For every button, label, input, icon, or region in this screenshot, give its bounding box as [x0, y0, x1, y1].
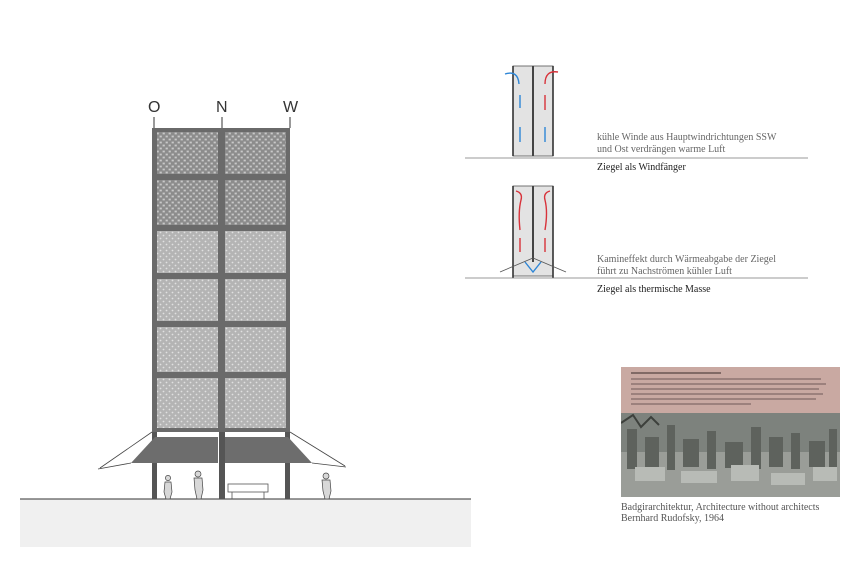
warm-air-arrow	[543, 190, 551, 231]
right-canopy	[225, 437, 312, 463]
rooftops-image	[621, 413, 840, 497]
windcatcher-title: Ziegel als Windfänger	[597, 162, 686, 173]
person-figure	[163, 475, 173, 500]
thermal-mass-title: Ziegel als thermische Masse	[597, 284, 711, 295]
thermal-mass-caption-line1: Kamineffekt durch Wärmeabgabe der Ziegel	[597, 254, 776, 265]
compass-west-label: W	[283, 99, 299, 116]
thermal-mass-caption-line2: führt zu Nachströmen kühler Luft	[597, 266, 732, 277]
cool-air-arrow	[524, 261, 542, 274]
windcatcher-caption-line2: und Ost verdrängen warme Luft	[597, 144, 726, 155]
compass-north-label: N	[216, 99, 228, 116]
photo-caption: Badgirarchitektur, Architecture without …	[621, 502, 819, 524]
photo-text-band	[621, 367, 840, 413]
compass-east-label: O	[148, 99, 161, 116]
tower-elevation	[97, 117, 347, 499]
tower-panels	[157, 132, 286, 428]
photo-caption-line2: Bernhard Rudofsky, 1964	[621, 513, 724, 524]
warm-air-arrow	[544, 71, 559, 85]
thermal-mass-diagram	[465, 185, 808, 279]
warm-air-arrow	[515, 190, 523, 231]
person-figure	[193, 470, 204, 500]
cool-air-arrow	[504, 72, 520, 85]
windcatcher-caption-line1: kühle Winde aus Hauptwindrichtungen SSW	[597, 132, 777, 143]
windcatcher-diagram	[465, 65, 808, 159]
left-canopy	[131, 437, 218, 463]
photo-caption-line1: Badgirarchitektur, Architecture without …	[621, 502, 820, 513]
ground-plane	[20, 499, 471, 547]
person-figure	[321, 472, 332, 500]
badgir-photo	[621, 367, 840, 497]
